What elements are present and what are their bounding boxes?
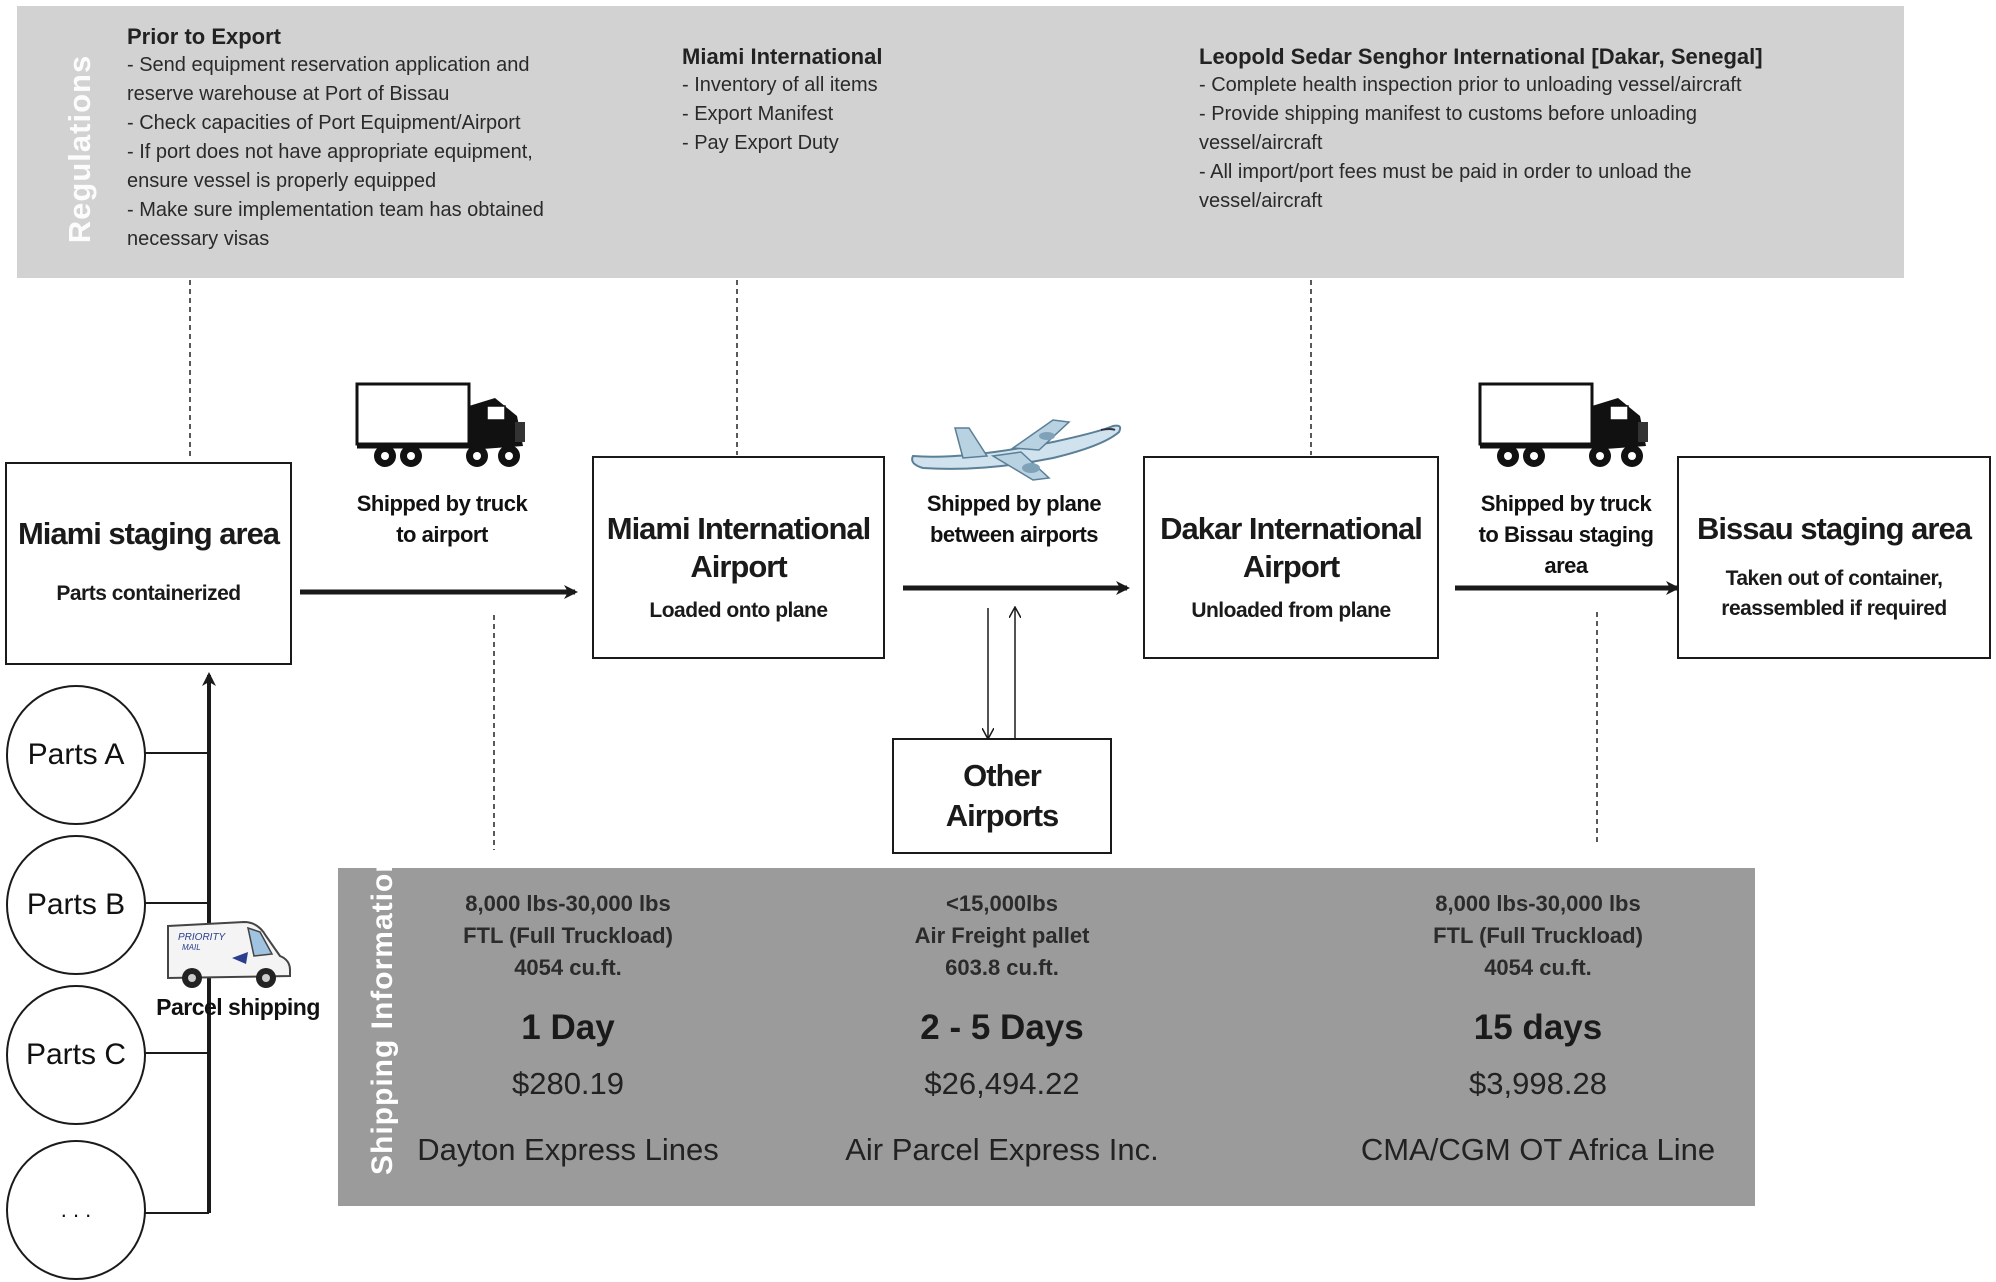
reg-column-miami-international: Miami International - Inventory of all i…	[682, 42, 1042, 158]
shipping-carrier: CMA/CGM OT Africa Line	[1360, 1132, 1716, 1167]
parts-circle-c: Parts C	[6, 985, 146, 1125]
shipping-spec: Air Freight pallet	[914, 923, 1090, 948]
shipping-duration: 15 days	[1473, 1008, 1603, 1047]
node-other-airports: Other Airports	[892, 738, 1112, 854]
van-text: PRIORITY	[178, 932, 227, 943]
priority-mail-van-icon: PRIORITY MAIL	[167, 920, 291, 988]
reg-line: - Pay Export Duty	[682, 132, 839, 154]
reg-line: - Check capacities of Port Equipment/Air…	[127, 112, 521, 134]
node-title-line-2: Airport	[1242, 549, 1340, 584]
semi-truck-icon	[1478, 382, 1648, 467]
airplane-icon	[911, 419, 1122, 481]
reg-line: vessel/aircraft	[1199, 190, 1323, 212]
shipping-spec: 8,000 lbs-30,000 lbs	[465, 891, 671, 916]
shipping-column-truck-2: 8,000 lbs-30,000 lbs FTL (Full Truckload…	[1328, 888, 1748, 1168]
shipping-spec: 4054 cu.ft.	[1484, 955, 1592, 980]
node-miami-airport: Miami International Airport Loaded onto …	[592, 456, 885, 659]
label-plane-between-airports: Shipped by plane between airports	[898, 488, 1130, 550]
shipping-cost: $26,494.22	[924, 1066, 1080, 1101]
shipping-duration: 1 Day	[521, 1008, 615, 1047]
label-truck-to-bissau: Shipped by truck to Bissau staging area	[1448, 488, 1684, 581]
node-title-line-1: Dakar International	[1160, 511, 1423, 546]
reg-line: - Make sure implementation team has obta…	[127, 199, 544, 221]
shipping-spec: 8,000 lbs-30,000 lbs	[1435, 891, 1641, 916]
node-miami-staging: Miami staging area Parts containerized	[5, 462, 292, 665]
reg-heading: Miami International	[682, 44, 883, 69]
node-title: Miami staging area	[17, 516, 280, 551]
shipping-spec: FTL (Full Truckload)	[1433, 923, 1643, 948]
node-subtitle: Unloaded from plane	[1191, 599, 1391, 622]
reg-heading: Prior to Export	[127, 24, 282, 49]
node-title-line-2: Airport	[690, 549, 787, 584]
reg-line: reserve warehouse at Port of Bissau	[127, 83, 450, 105]
node-subtitle: Parts containerized	[56, 582, 241, 605]
regulations-panel: Regulations Prior to Export - Send equip…	[17, 6, 1904, 278]
label-line: to airport	[396, 522, 488, 547]
label-line: area	[1544, 553, 1588, 578]
label-truck-to-airport: Shipped by truck to airport	[322, 488, 562, 550]
shipping-duration: 2 - 5 Days	[920, 1008, 1084, 1047]
label-line: Shipped by truck	[1480, 491, 1652, 516]
reg-line: necessary visas	[127, 228, 270, 250]
node-title: Bissau staging area	[1697, 511, 1972, 546]
label-line: Shipped by plane	[926, 491, 1102, 516]
label-line: to Bissau staging	[1478, 522, 1654, 547]
node-subtitle-line-1: Taken out of container,	[1725, 567, 1943, 590]
shipping-spec: 4054 cu.ft.	[514, 955, 622, 980]
reg-line: vessel/aircraft	[1199, 132, 1323, 154]
shipping-information-panel: Shipping Information 8,000 lbs-30,000 lb…	[338, 853, 1755, 1206]
reg-column-prior-to-export: Prior to Export - Send equipment reserva…	[127, 22, 667, 254]
shipping-cost: $3,998.28	[1469, 1066, 1607, 1101]
reg-line: - All import/port fees must be paid in o…	[1199, 161, 1692, 183]
shipping-carrier: Dayton Express Lines	[417, 1132, 719, 1167]
reg-column-dakar: Leopold Sedar Senghor International [Dak…	[1199, 42, 1899, 216]
shipping-spec: FTL (Full Truckload)	[463, 923, 673, 948]
label-line: Shipped by truck	[356, 491, 528, 516]
reg-line: ensure vessel is properly equipped	[127, 170, 437, 192]
parts-circle-more: . . .	[6, 1140, 146, 1280]
parts-circle-a: Parts A	[6, 685, 146, 825]
reg-line: - Complete health inspection prior to un…	[1199, 74, 1742, 96]
shipping-carrier: Air Parcel Express Inc.	[845, 1132, 1159, 1167]
node-bissau-staging: Bissau staging area Taken out of contain…	[1677, 456, 1991, 659]
shipping-column-air: <15,000lbs Air Freight pallet 603.8 cu.f…	[792, 888, 1212, 1168]
shipping-cost: $280.19	[511, 1066, 625, 1101]
label-parcel-shipping: Parcel shipping	[156, 994, 320, 1020]
shipping-spec: 603.8 cu.ft.	[945, 955, 1059, 980]
reg-line: - Send equipment reservation application…	[127, 54, 530, 76]
reg-line: - If port does not have appropriate equi…	[127, 141, 533, 163]
semi-truck-icon	[355, 382, 525, 467]
van-text: MAIL	[182, 943, 201, 952]
reg-line: - Provide shipping manifest to customs b…	[1199, 103, 1698, 125]
node-title-line-2: Airports	[945, 798, 1060, 833]
regulations-label: Regulations	[62, 54, 97, 244]
node-title-line-1: Miami International	[606, 511, 871, 546]
reg-line: - Inventory of all items	[682, 74, 878, 96]
node-subtitle-line-2: reassembled if required	[1721, 597, 1947, 620]
reg-line: - Export Manifest	[682, 103, 834, 125]
node-subtitle: Loaded onto plane	[649, 599, 828, 622]
parts-circle-b: Parts B	[6, 835, 146, 975]
node-title-line-1: Other	[963, 758, 1042, 793]
node-dakar-airport: Dakar International Airport Unloaded fro…	[1143, 456, 1439, 659]
reg-heading: Leopold Sedar Senghor International [Dak…	[1199, 44, 1763, 69]
shipping-column-truck-1: 8,000 lbs-30,000 lbs FTL (Full Truckload…	[358, 888, 778, 1168]
shipping-spec: <15,000lbs	[946, 891, 1058, 916]
label-line: between airports	[929, 522, 1099, 547]
